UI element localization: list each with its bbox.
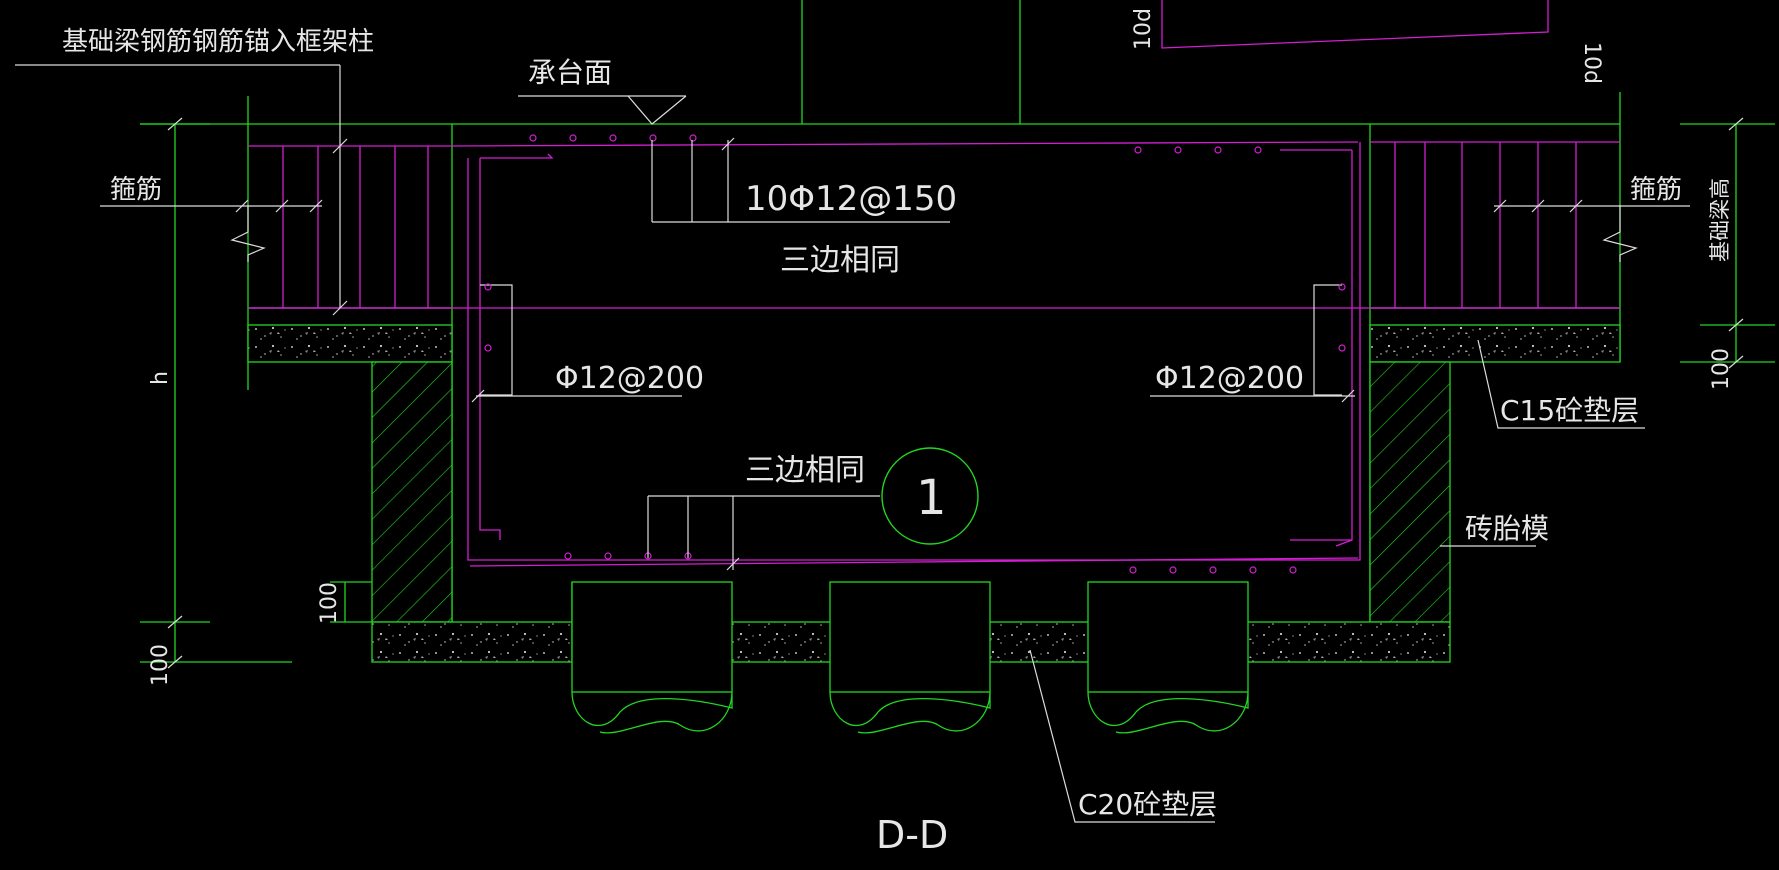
cap-rebar-cage <box>451 141 1361 567</box>
c15-callout: C15砼垫层 <box>1477 339 1645 429</box>
break-lines <box>230 205 1638 262</box>
three-sides-top-label: 三边相同 <box>780 243 900 278</box>
rebar-bend-10d: 10d 10d <box>1131 0 1604 84</box>
dim-h-label: h <box>148 371 173 385</box>
stirrup-left-label: 箍筋 <box>110 175 162 205</box>
side-rebar-right-label: Φ12@200 <box>1155 361 1304 396</box>
cap-surface-label: 承台面 <box>528 56 612 89</box>
dim-10d-right-label: 10d <box>1579 42 1604 84</box>
left-beam-stirrups <box>248 145 452 309</box>
top-rebar-callout: 10Φ12@150 三边相同 <box>651 137 957 278</box>
c15-cushion-right <box>1369 324 1621 363</box>
three-sides-bottom-label: 三边相同 <box>745 453 865 488</box>
c20-callout: C20砼垫层 <box>1029 649 1217 823</box>
rebar-dots <box>484 134 1346 574</box>
piles <box>571 581 1249 734</box>
right-dimensions: 基础梁高 100 <box>1680 117 1775 390</box>
c20-cushion-label: C20砼垫层 <box>1078 788 1217 821</box>
left-dimensions: h 100 100 <box>140 117 372 686</box>
section-title: D-D <box>876 813 948 857</box>
dim-100-left-b-label: 100 <box>148 644 173 686</box>
side-rebar-callouts: Φ12@200 Φ12@200 <box>471 361 1355 403</box>
top-rebar-label: 10Φ12@150 <box>745 179 957 219</box>
brick-formwork-callout: 砖胎模 <box>1440 512 1549 547</box>
bottom-rebar-callout: 三边相同 1 <box>647 447 979 571</box>
brick-formwork-right <box>1369 361 1451 623</box>
dim-100-left-a-label: 100 <box>317 582 342 624</box>
beam-anchor-label: 基础梁钢筋钢筋锚入框架柱 <box>62 27 374 57</box>
c15-cushion-left <box>247 324 453 363</box>
detail-marker-number: 1 <box>916 470 947 526</box>
dim-100-right-label: 100 <box>1709 348 1734 390</box>
beam-anchor-callout: 基础梁钢筋钢筋锚入框架柱 <box>15 27 374 316</box>
beam-height-label: 基础梁高 <box>1708 178 1732 262</box>
dim-10d-left-label: 10d <box>1131 8 1156 50</box>
cap-surface-marker: 承台面 <box>518 56 687 125</box>
detail-marker-circle <box>881 447 979 545</box>
c15-cushion-label: C15砼垫层 <box>1500 394 1639 427</box>
side-rebar-left-label: Φ12@200 <box>555 361 704 396</box>
right-beam-stirrups <box>1370 141 1620 309</box>
brick-formwork-label: 砖胎模 <box>1465 512 1549 545</box>
column-lines <box>801 0 1021 124</box>
stirrup-right-label: 箍筋 <box>1630 175 1682 205</box>
brick-formwork-left <box>371 361 453 623</box>
stirrup-callouts: 箍筋 箍筋 <box>100 175 1690 213</box>
